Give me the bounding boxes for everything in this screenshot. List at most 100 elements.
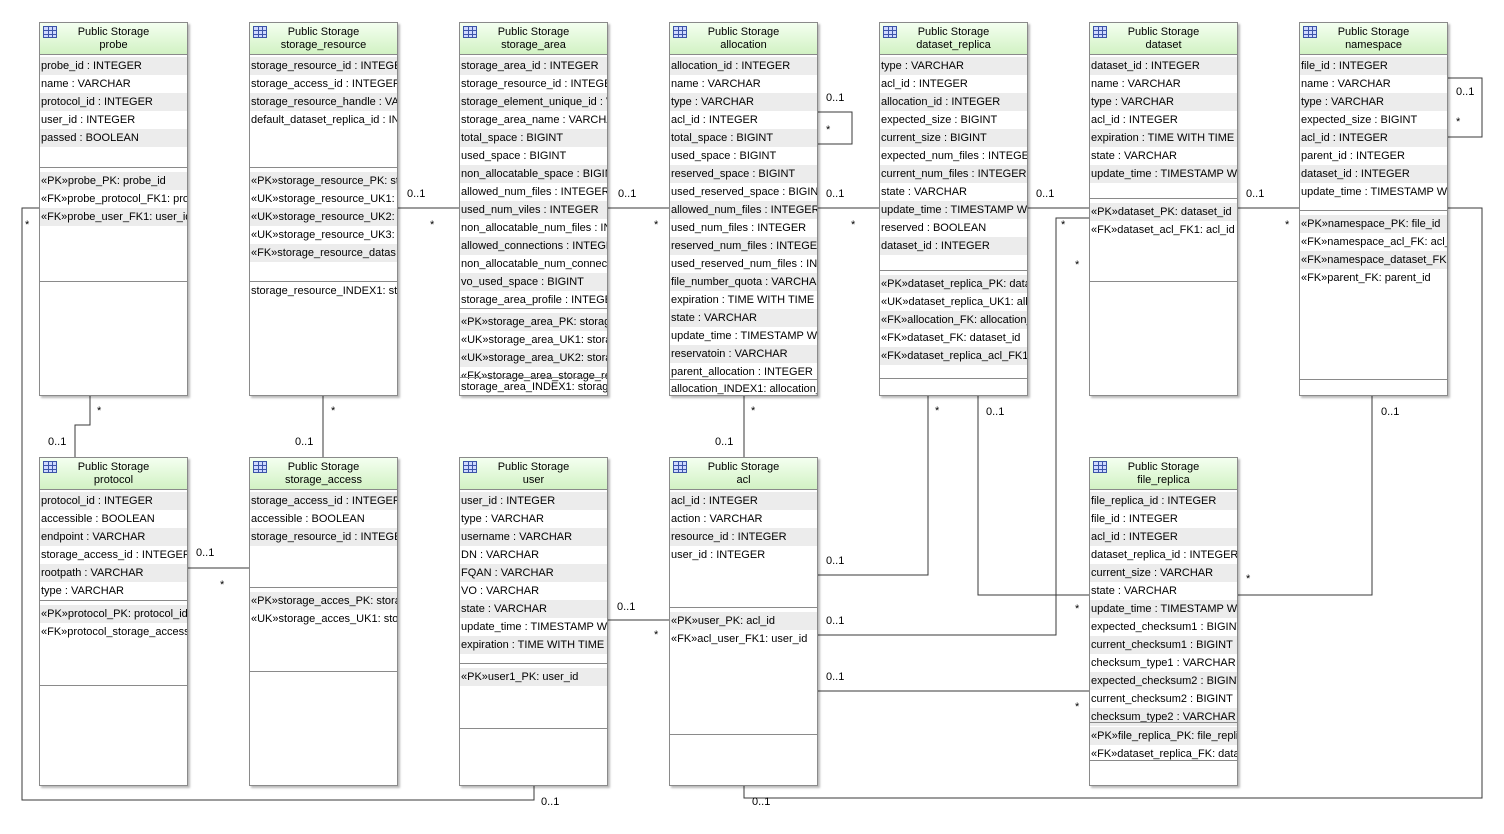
key-row: «UK»storage_resource_UK2: ( (250, 208, 397, 226)
attribute-row: used_space : BIGINT (461, 150, 567, 162)
multiplicity-label: 0..1 (1456, 86, 1475, 98)
multiplicity-label: 0..1 (1036, 188, 1055, 200)
key-row: «PK»user_PK: acl_id (670, 612, 817, 630)
key-row: «FK»namespace_dataset_FK1 (1300, 251, 1447, 269)
key-row: «FK»allocation_FK: allocation_ (880, 311, 1027, 329)
multiplicity-label: * (935, 405, 940, 417)
attribute-row: used_reserved_space : BIGINT (671, 186, 817, 198)
multiplicity-label: 0..1 (715, 436, 734, 448)
key-row: «UK»storage_area_UK1: stora (461, 334, 607, 346)
entity-stereotype: Public Storage (77, 461, 150, 473)
attribute-row: storage_resource_id : INTEGER (250, 57, 397, 75)
index-list (880, 378, 1027, 379)
multiplicity-label: * (1075, 701, 1080, 713)
multiplicity-label: * (25, 219, 30, 231)
attribute-row: user_id : INTEGER (41, 114, 136, 126)
attribute-row: current_size : BIGINT (880, 129, 1027, 147)
attribute-row: state : VARCHAR (1091, 150, 1177, 162)
multiplicity-label: * (430, 219, 435, 231)
table-icon (1303, 26, 1317, 38)
index-list (670, 734, 817, 735)
entity-stereotype: Public Storage (77, 26, 150, 38)
attribute-row: storage_element_unique_id : V (460, 93, 607, 111)
multiplicity-label: 0..1 (541, 796, 560, 808)
key-row: «FK»acl_user_FK1: user_id (671, 633, 808, 645)
multiplicity-label: * (1285, 219, 1290, 231)
entity-name: storage_access (284, 474, 363, 486)
attribute-row: user_id : INTEGER (460, 492, 607, 510)
attribute-row: parent_id : INTEGER (1301, 150, 1405, 162)
index-list: allocation_INDEX1: allocation_i (670, 379, 817, 395)
key-row: «PK»storage_area_PK: storag (460, 313, 607, 331)
index-list (460, 728, 607, 729)
table-icon (883, 26, 897, 38)
entity-name: storage_resource (280, 39, 367, 51)
key-row: «FK»storage_area_storage_re (461, 370, 607, 382)
multiplicity-label: 0..1 (196, 547, 215, 559)
attribute-row: current_checksum1 : BIGINT (1090, 636, 1237, 654)
key-row: «PK»namespace_PK: file_id (1300, 215, 1447, 233)
attribute-row: parent_allocation : INTEGER (671, 366, 813, 378)
key-row: «PK»dataset_replica_PK: datas (880, 275, 1027, 293)
key-list: «PK»storage_area_PK: storag «UK»storage_a… (460, 308, 607, 385)
attribute-row: checksum_type1 : VARCHAR (1091, 657, 1236, 669)
attribute-row: name : VARCHAR (671, 78, 761, 90)
index-list (1090, 281, 1237, 282)
attribute-row: update_time : TIMESTAMP WITI (461, 621, 607, 633)
multiplicity-label: 0..1 (295, 436, 314, 448)
attribute-row: acl_id : INTEGER (670, 492, 817, 510)
attribute-row: accessible : BOOLEAN (251, 513, 365, 525)
index-list: storage_resource_INDEX1: sto (250, 281, 397, 300)
attribute-row: update_time : TIMESTAMP WITI (671, 330, 817, 342)
entity-stereotype: Public Storage (1127, 26, 1200, 38)
attribute-row: VO : VARCHAR (461, 585, 540, 597)
multiplicity-label: 0..1 (407, 188, 426, 200)
key-row: «UK»storage_area_UK2: stora (460, 349, 607, 367)
multiplicity-label: 0..1 (618, 188, 637, 200)
attribute-row: probe_id : INTEGER (40, 57, 187, 75)
attribute-row: acl_id : INTEGER (1300, 129, 1447, 147)
attribute-row: storage_resource_handle : VA (250, 93, 397, 111)
attribute-row: user_id : INTEGER (671, 549, 766, 561)
table-icon (253, 26, 267, 38)
attribute-row: expiration : TIME WITH TIME ZC (460, 636, 607, 654)
attribute-row: storage_access_id : INTEGER (251, 78, 397, 90)
attribute-row: type : VARCHAR (461, 513, 544, 525)
entity-name: acl (736, 474, 751, 486)
attribute-row: FQAN : VARCHAR (460, 564, 607, 582)
index-list: storage_area_INDEX1: storage (460, 377, 607, 395)
key-list: «PK»user_PK: acl_id «FK»acl_user_FK1: use… (670, 607, 817, 648)
attribute-row: allowed_num_files : INTEGER (461, 186, 607, 198)
relationship-line (74, 396, 91, 457)
index-list (250, 671, 397, 672)
attribute-row: used_reserved_num_files : INT (671, 258, 817, 270)
multiplicity-label: 0..1 (826, 615, 845, 627)
attribute-row: non_allocatable_space : BIGIN (460, 165, 607, 183)
attribute-row: storage_area_profile : INTEGEI (461, 294, 607, 306)
key-list: «PK»user1_PK: user_id (460, 663, 607, 686)
attribute-row: name : VARCHAR (1091, 78, 1181, 90)
attribute-row: storage_resource_id : INTEGEI (461, 78, 607, 90)
attribute-row: storage_access_id : INTEGER (41, 549, 187, 561)
table-icon (43, 26, 57, 38)
